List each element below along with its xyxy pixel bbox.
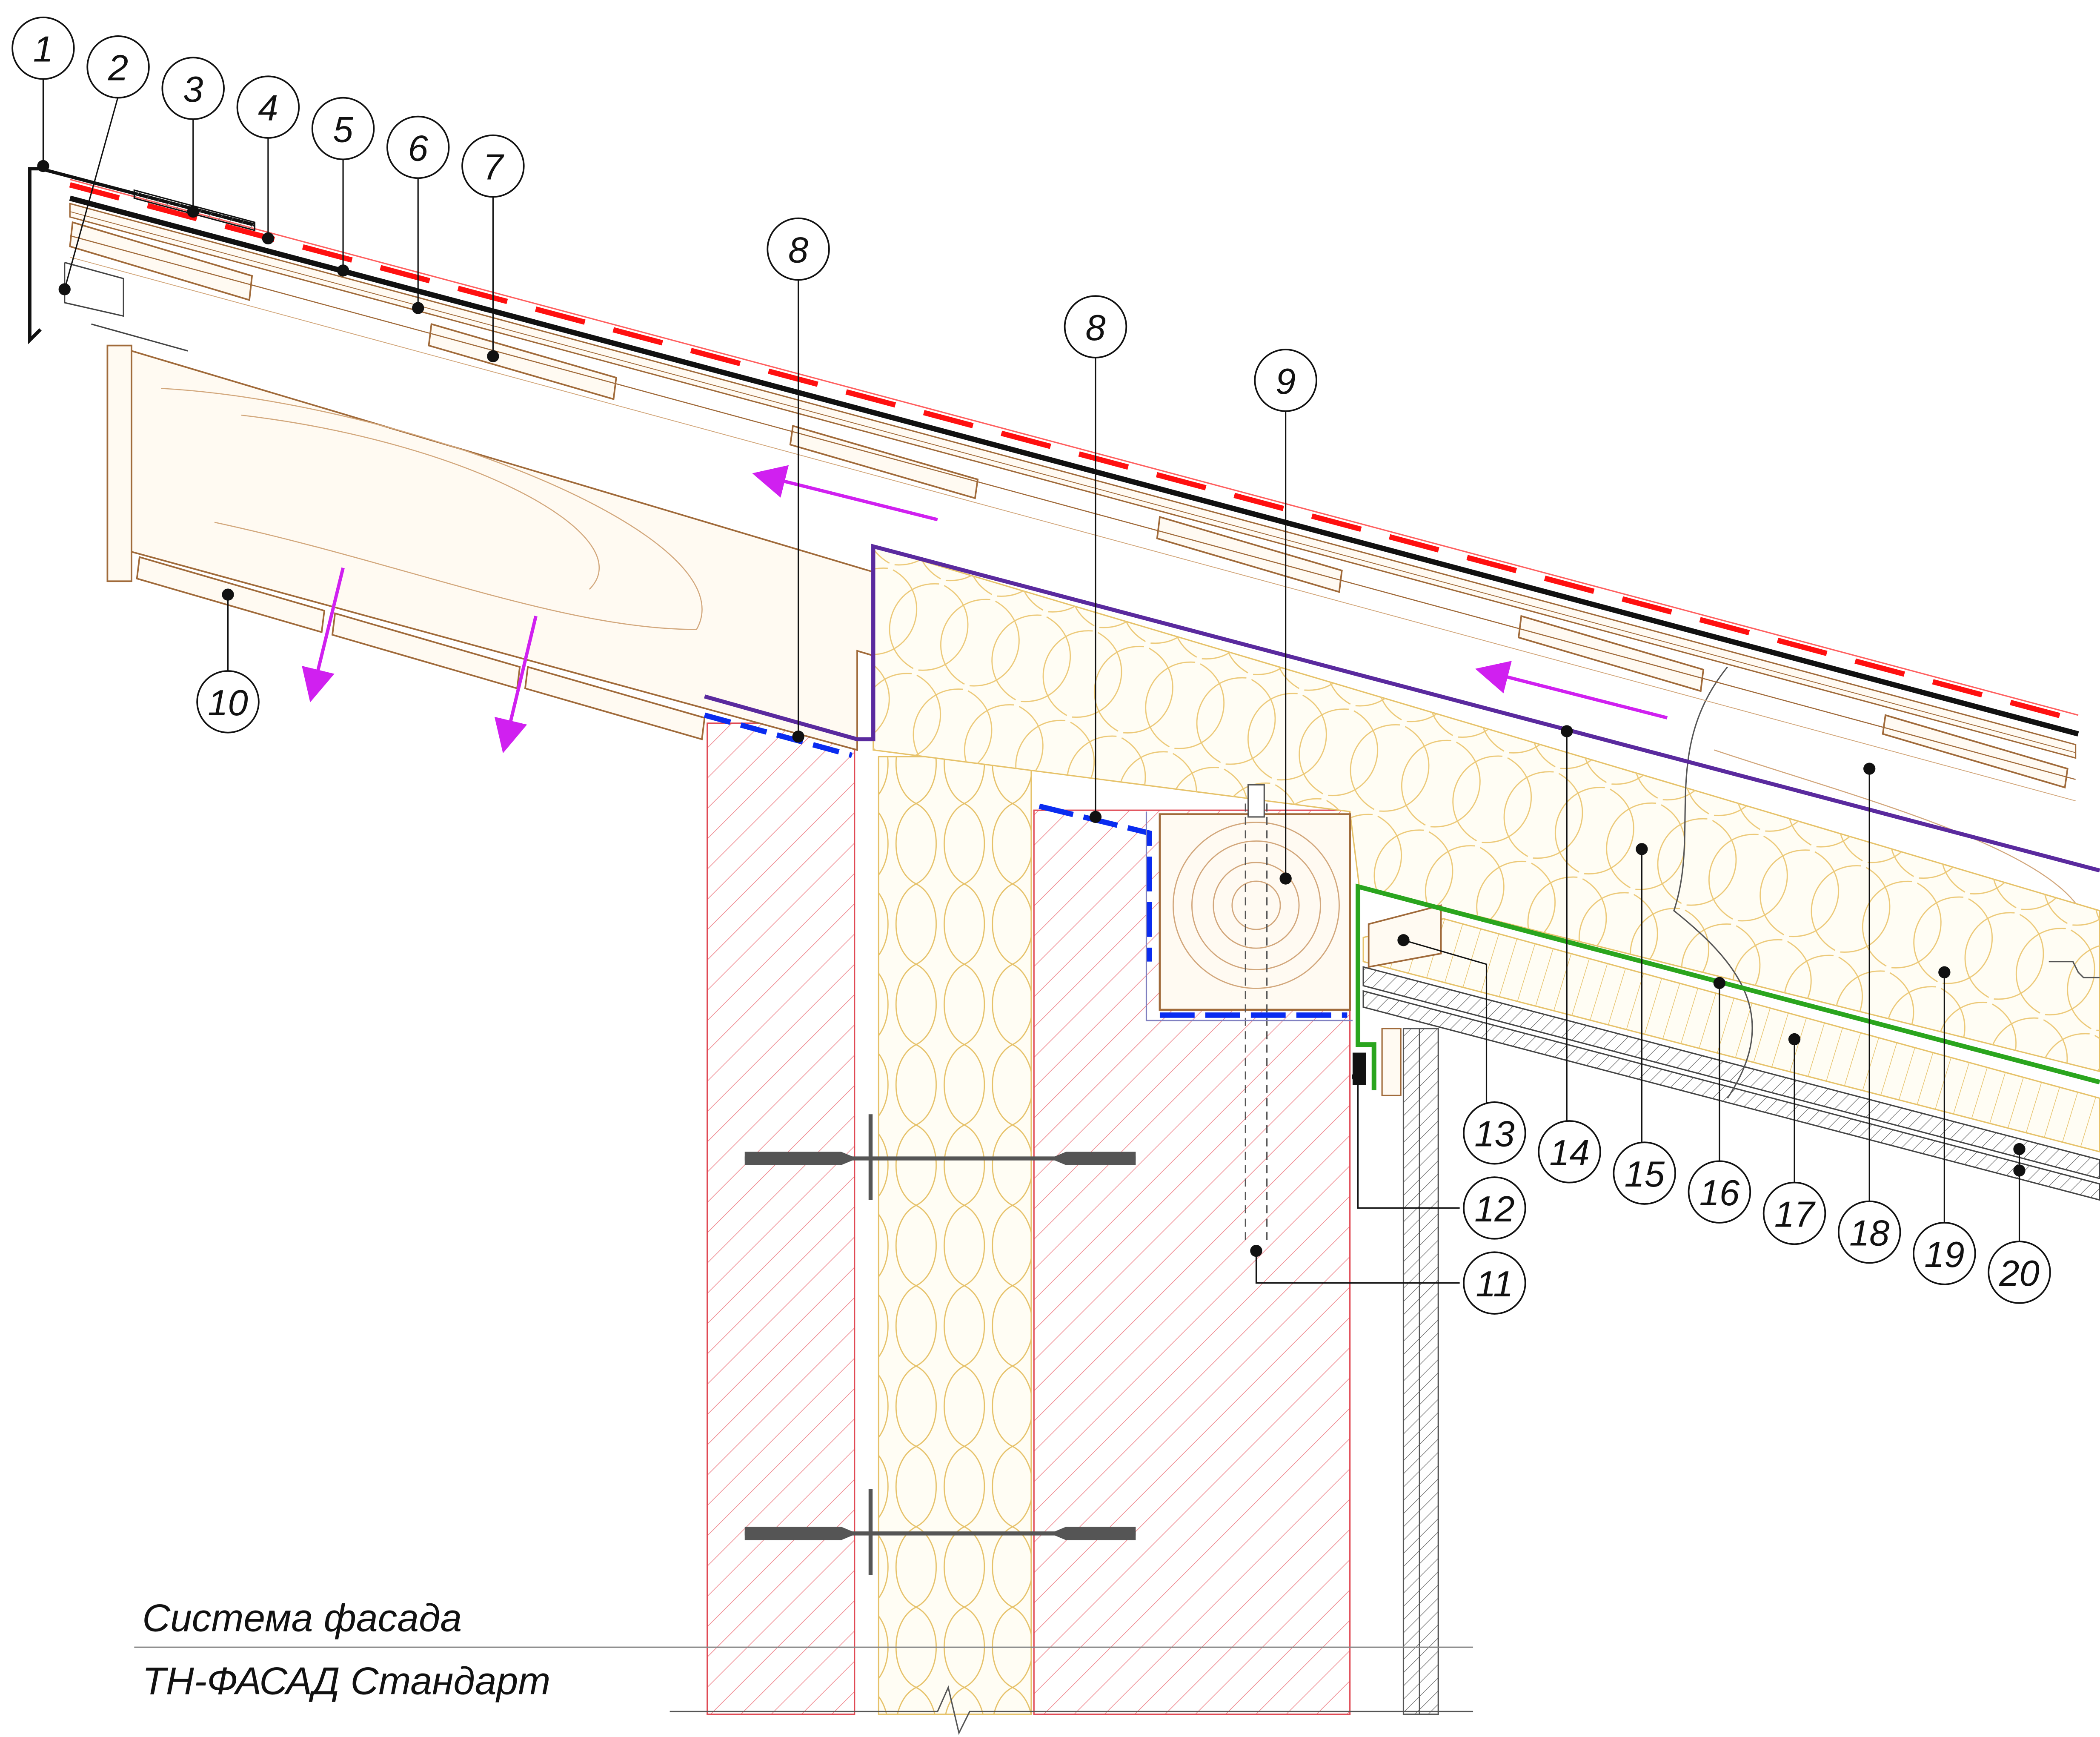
callout-6: 6 — [408, 128, 429, 168]
callout-15: 15 — [1624, 1154, 1665, 1194]
airflow-arrows — [302, 465, 1668, 754]
callout-2: 2 — [108, 48, 128, 88]
vapor-barrier — [1356, 883, 2100, 1090]
callout-7: 7 — [483, 147, 504, 187]
roof-membrane-black — [69, 195, 2079, 737]
bottom-break-line — [669, 1685, 1473, 1735]
callout-bubbles — [11, 17, 2051, 1315]
roof-deck — [69, 203, 2077, 802]
vent-bracket — [64, 262, 124, 317]
callout-1: 1 — [33, 29, 53, 69]
wall-insulation — [878, 756, 1032, 1715]
roof-membrane-red — [69, 182, 2079, 723]
caption-line-2: ТН-ФАСАД Стандарт — [142, 1659, 550, 1703]
break-line — [1673, 666, 1753, 1099]
callout-19: 19 — [1924, 1234, 1964, 1275]
ceiling-lining — [1362, 966, 2100, 1201]
right-break-mark — [2049, 961, 2100, 978]
callout-13: 13 — [1474, 1114, 1514, 1154]
wall-tie-upper — [744, 1114, 1136, 1200]
callout-3: 3 — [183, 69, 203, 109]
drip-edge — [28, 167, 255, 344]
callout-12: 12 — [1474, 1189, 1514, 1229]
leader-lines — [42, 77, 2020, 1284]
callout-10: 10 — [208, 682, 248, 723]
wind-membrane — [704, 544, 2100, 873]
wall-tie-lower — [744, 1489, 1136, 1575]
battens — [69, 221, 2069, 789]
callout-20: 20 — [1999, 1253, 2039, 1293]
interior-finish — [1402, 1028, 1439, 1715]
leader-dots — [37, 160, 2026, 1257]
caption-line-1: Система фасада — [142, 1596, 462, 1640]
outer-brick-leaf — [707, 722, 855, 1715]
callout-11: 11 — [1476, 1264, 1513, 1304]
callout-17: 17 — [1774, 1194, 1816, 1234]
caption: Система фасада ТН-ФАСАД Стандарт — [134, 1596, 1473, 1703]
waterproofing-1 — [704, 712, 853, 758]
callout-8b: 8 — [1085, 307, 1105, 348]
callout-14: 14 — [1549, 1132, 1589, 1173]
roof-covering-thin — [69, 179, 2079, 716]
fascia-board — [106, 344, 132, 582]
callout-16: 16 — [1699, 1172, 1740, 1213]
wall-plate — [1159, 784, 1351, 1246]
callout-4: 4 — [258, 88, 278, 128]
callout-5: 5 — [333, 109, 353, 149]
waterproofing-2 — [1039, 803, 1152, 962]
callout-labels: 1 2 3 4 5 6 7 8 8 9 10 11 12 13 14 15 16… — [33, 29, 2040, 1304]
callout-18: 18 — [1849, 1213, 1889, 1253]
callout-9: 9 — [1276, 361, 1296, 401]
callout-8a: 8 — [788, 230, 808, 270]
